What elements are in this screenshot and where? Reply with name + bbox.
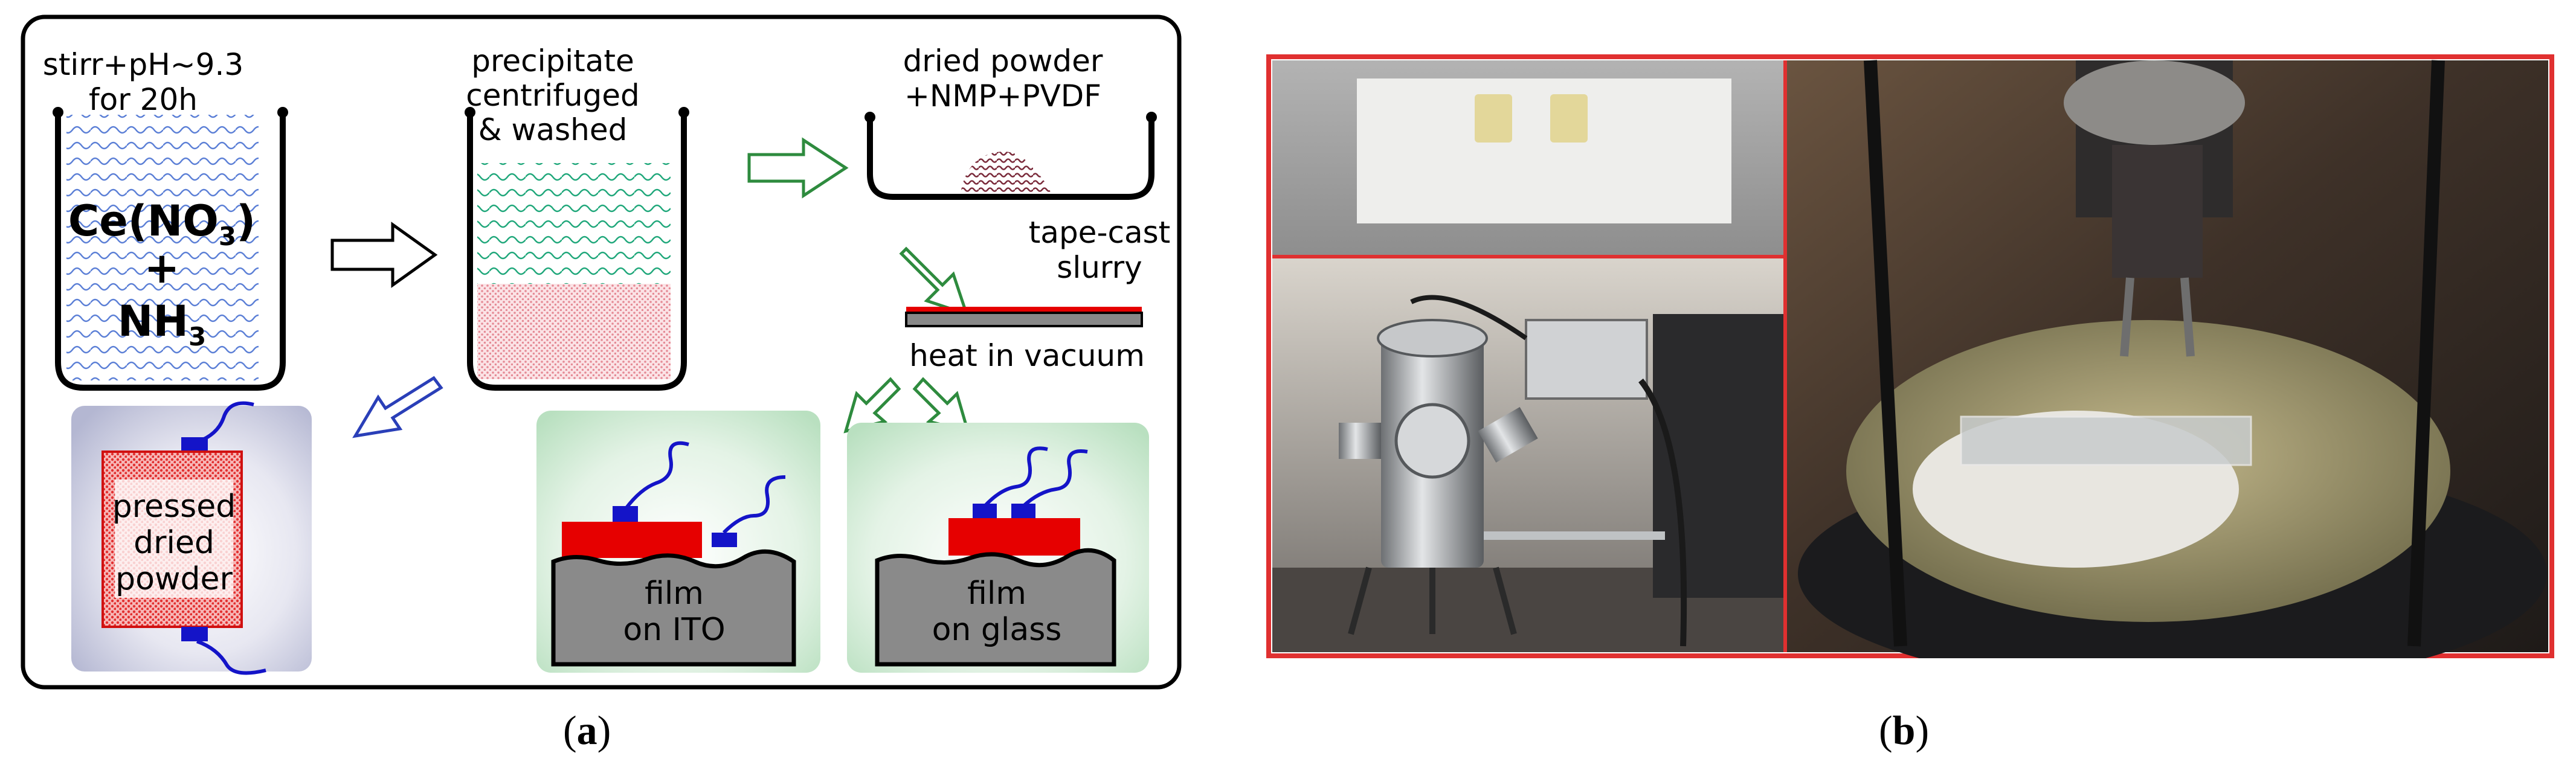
film-ito-label-line2: on ITO <box>623 612 725 648</box>
tapecast-film <box>906 307 1142 313</box>
caption-b-open: ( <box>1879 707 1893 753</box>
beaker3-caption-line1: dried powder <box>903 43 1103 79</box>
arrow-right-2 <box>747 137 849 199</box>
film-ito-film <box>562 522 702 558</box>
pellet-wire-bottom <box>196 640 266 675</box>
pellet-label-line2: dried <box>134 525 214 561</box>
caption-b-close: ) <box>1915 707 1930 753</box>
caption-a-letter: a <box>576 707 597 753</box>
pellet-label-line1: pressed <box>112 489 236 525</box>
film-ito-electrode-2 <box>712 533 737 547</box>
film-ito-substrate <box>551 549 796 667</box>
pellet-electrode-bottom <box>181 627 208 641</box>
film-glass-wire-2 <box>1022 449 1088 508</box>
panel-a-schematic: stirr+pH~9.3 for 20h Ce(NO3) + NH3 preci… <box>21 14 1182 690</box>
film-ito-wire-1 <box>624 441 689 510</box>
photo-sample-slide <box>1272 60 1783 255</box>
film-glass-electrode-1 <box>973 504 997 518</box>
photo-vacuum-chamber <box>1272 258 1783 652</box>
pellet-label-box <box>115 479 233 598</box>
dried-powder-heap <box>961 152 1051 193</box>
beaker1-caption-line1: stirr+pH~9.3 <box>43 47 243 82</box>
film-glass-wire-1 <box>983 446 1048 508</box>
beaker2 <box>467 115 687 391</box>
film-ito-label-line1: film <box>645 575 704 612</box>
tapecast-label-line1: tape-cast <box>1029 215 1171 250</box>
caption-a-close: ) <box>597 707 611 753</box>
pellet-label-line3: powder <box>115 561 233 597</box>
caption-a-open: ( <box>563 707 577 753</box>
beaker3 <box>867 120 1154 200</box>
film-glass-electrode-2 <box>1011 504 1035 518</box>
beaker1-liquid <box>66 115 259 380</box>
beaker2-precipitate <box>477 284 671 379</box>
beaker2-caption-line1: precipitate <box>471 43 634 79</box>
arrow-to-film-ito <box>843 377 901 434</box>
beaker2-supernatant <box>477 163 671 284</box>
film-glass-substrate <box>875 548 1116 667</box>
reagent-2: NH3 <box>118 297 206 351</box>
reagent-plus: + <box>144 243 180 293</box>
arrow-to-pellet <box>352 376 443 438</box>
beaker1-caption-line2: for 20h <box>89 82 198 117</box>
caption-b-letter: b <box>1892 707 1916 753</box>
caption-a: (a) <box>563 707 611 754</box>
caption-b: (b) <box>1879 707 1929 754</box>
reagent-1: Ce(NO3) <box>68 196 256 251</box>
film-ito-wire-2 <box>722 475 786 534</box>
film-glass-film <box>948 518 1080 556</box>
pellet-wire-top <box>196 401 254 444</box>
heat-label: heat in vacuum <box>909 338 1145 373</box>
tapecast-label-line2: slurry <box>1057 250 1142 285</box>
photo-sample-stage <box>1787 60 2548 658</box>
arrow-to-film-glass <box>912 377 970 434</box>
beaker2-caption-line2: centrifuged <box>466 78 640 113</box>
arrow-right-1 <box>330 222 438 288</box>
tapecast-substrate <box>905 312 1143 327</box>
panel-b-photos <box>1266 54 2554 658</box>
beaker1 <box>55 115 286 391</box>
film-glass-label-line1: film <box>967 575 1026 612</box>
film-glass-label-line2: on glass <box>932 612 1062 648</box>
pellet-electrode-top <box>181 437 208 452</box>
beaker2-caption-line3: & washed <box>478 112 628 147</box>
beaker3-caption-line2: +NMP+PVDF <box>904 79 1101 114</box>
film-ito-electrode-1 <box>613 506 638 522</box>
